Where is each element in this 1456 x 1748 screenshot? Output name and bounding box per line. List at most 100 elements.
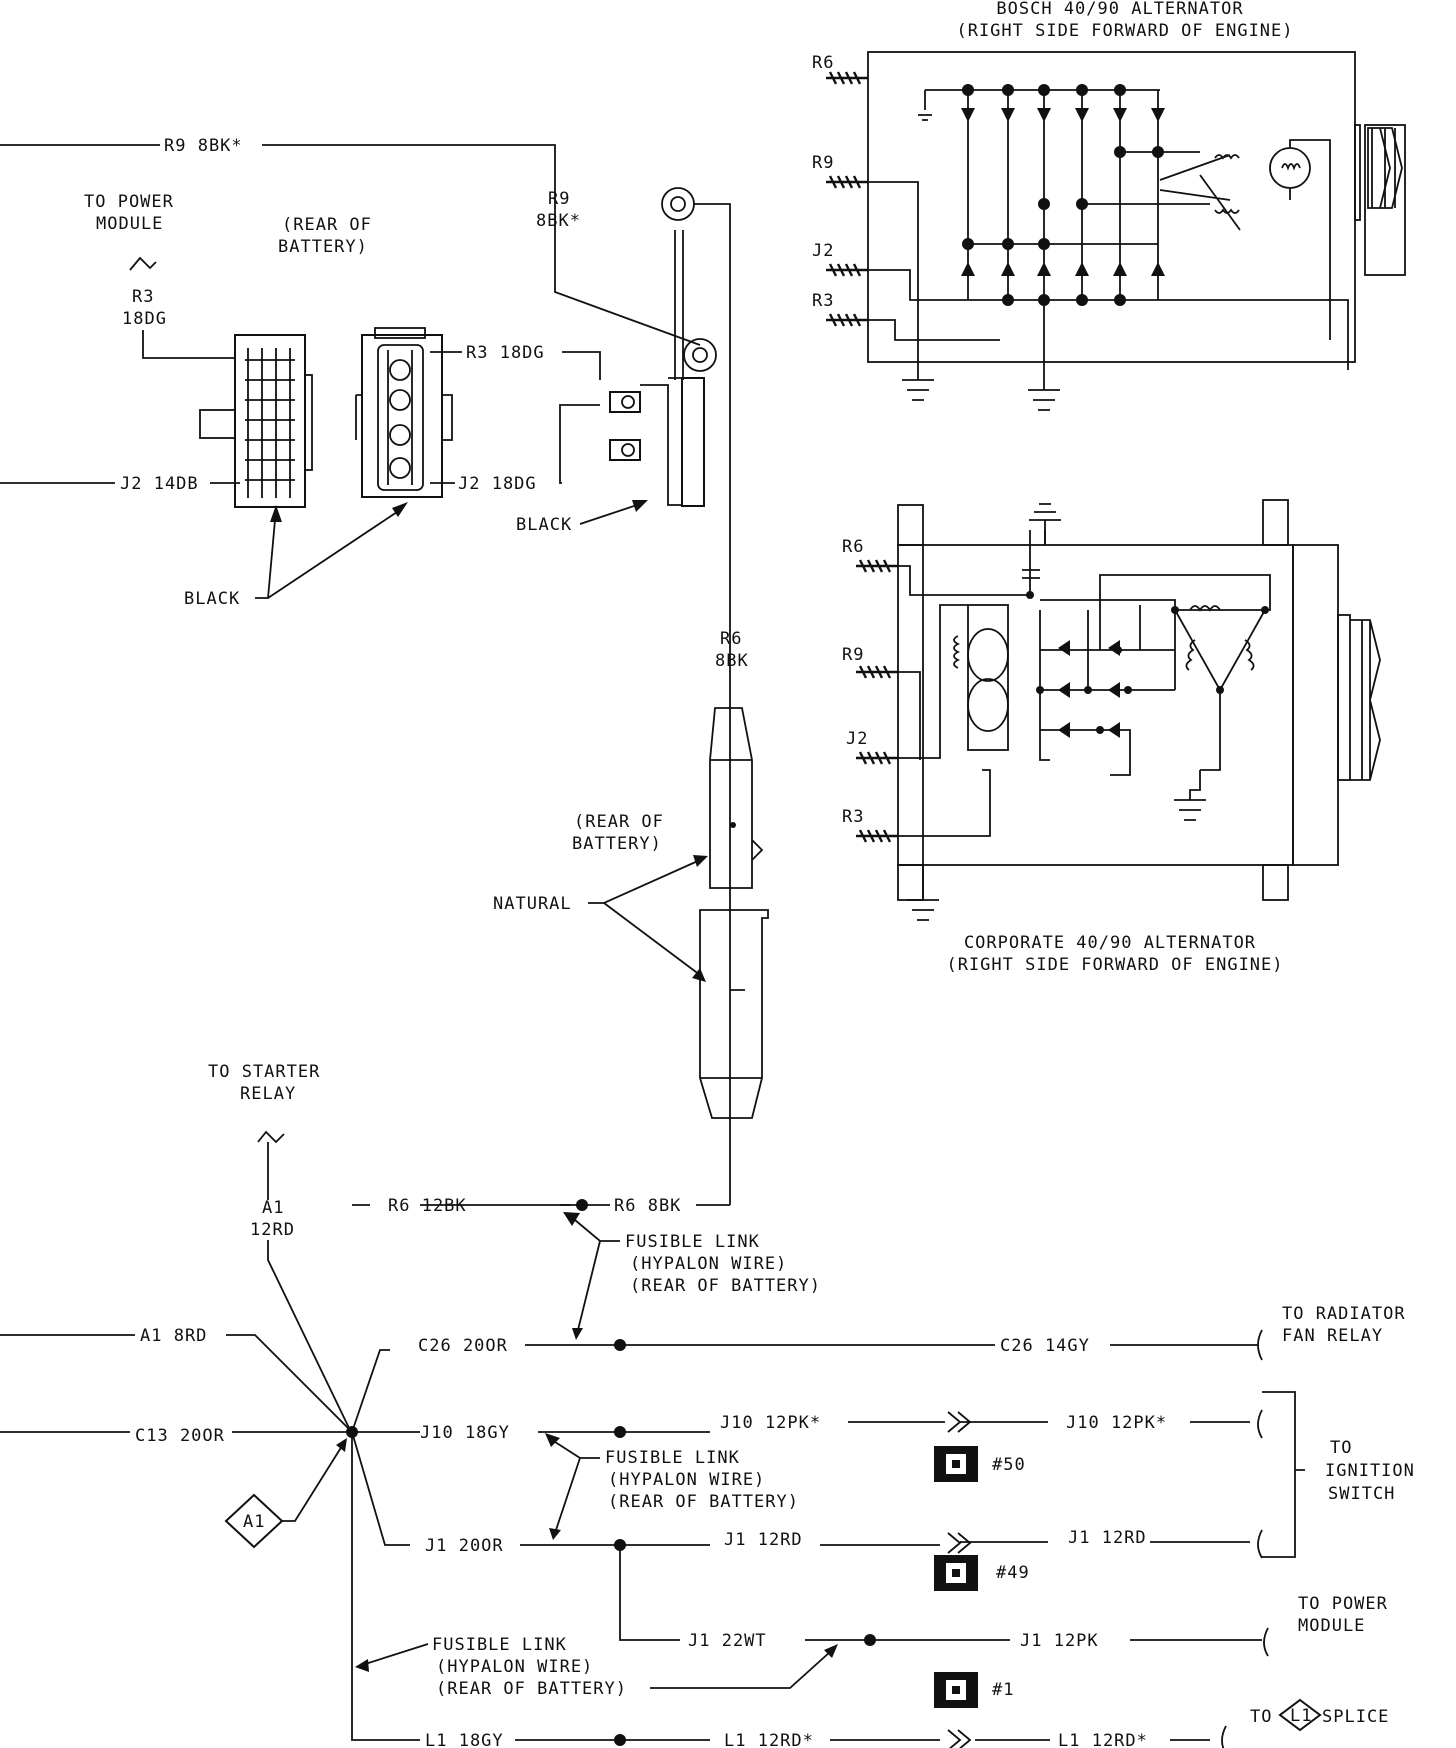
j1-power-module-group: J1 22WT J1 12PK TO POWER MODULE bbox=[688, 1594, 1388, 1657]
svg-text:8BK: 8BK bbox=[715, 651, 749, 671]
natural-connector: (REAR OF BATTERY) NATURAL bbox=[493, 707, 769, 1119]
svg-text:(REAR OF: (REAR OF bbox=[282, 215, 372, 235]
fusible-link-label-c: FUSIBLE LINK (HYPALON WIRE) (REAR OF BAT… bbox=[355, 1635, 838, 1699]
svg-text:BLACK: BLACK bbox=[184, 589, 240, 609]
svg-text:R6: R6 bbox=[812, 53, 834, 73]
to-l1-splice: TO bbox=[1250, 1707, 1272, 1727]
svg-text:J10 12PK*: J10 12PK* bbox=[1066, 1413, 1167, 1433]
corporate-terminal-r6: R6 bbox=[842, 537, 898, 573]
battery-connector-right: R3 18DG J2 18DG bbox=[355, 327, 545, 498]
connector-50-icon: #50 bbox=[934, 1446, 1026, 1482]
svg-text:J2: J2 bbox=[846, 729, 868, 749]
svg-text:J10 12PK*: J10 12PK* bbox=[720, 1413, 821, 1433]
corporate-brush-rotor-icon bbox=[953, 604, 1009, 751]
svg-text:J1 12RD: J1 12RD bbox=[724, 1530, 803, 1550]
svg-text:(HYPALON WIRE): (HYPALON WIRE) bbox=[608, 1470, 765, 1490]
r6-wire-group: R6 12BK R6 8BK bbox=[388, 1196, 730, 1216]
svg-text:L1 12RD*: L1 12RD* bbox=[724, 1731, 814, 1748]
svg-text:A1: A1 bbox=[243, 1512, 265, 1532]
svg-text:IGNITION: IGNITION bbox=[1325, 1461, 1415, 1481]
connector-arrow-icon bbox=[947, 1532, 972, 1554]
svg-text:J1 20OR: J1 20OR bbox=[425, 1536, 504, 1556]
ground-icon bbox=[902, 340, 934, 401]
svg-text:12RD: 12RD bbox=[250, 1220, 295, 1240]
corporate-stator-icon bbox=[1099, 574, 1271, 821]
corporate-alternator: R6 R9 J2 R3 bbox=[842, 499, 1381, 975]
svg-text:18DG: 18DG bbox=[122, 309, 167, 329]
svg-text:R6: R6 bbox=[842, 537, 864, 557]
svg-text:R9: R9 bbox=[548, 189, 570, 209]
svg-text:J1 12RD: J1 12RD bbox=[1068, 1528, 1147, 1548]
to-power-module-label: TO POWER bbox=[84, 192, 174, 212]
svg-text:BATTERY): BATTERY) bbox=[572, 834, 662, 854]
fusible-link-label-b: FUSIBLE LINK (HYPALON WIRE) (REAR OF BAT… bbox=[545, 1433, 799, 1540]
bosch-alternator: BOSCH 40/90 ALTERNATOR (RIGHT SIDE FORWA… bbox=[812, 0, 1406, 411]
svg-text:(REAR OF BATTERY): (REAR OF BATTERY) bbox=[608, 1492, 799, 1512]
svg-text:J2 14DB: J2 14DB bbox=[120, 474, 199, 494]
svg-text:NATURAL: NATURAL bbox=[493, 894, 572, 914]
svg-text:L1 18GY: L1 18GY bbox=[425, 1731, 504, 1748]
svg-text:A1 8RD: A1 8RD bbox=[140, 1326, 207, 1346]
svg-text:L1: L1 bbox=[1290, 1706, 1312, 1726]
svg-text:J10 18GY: J10 18GY bbox=[420, 1423, 510, 1443]
connector-arrow-icon bbox=[947, 1729, 972, 1748]
bosch-title: BOSCH 40/90 ALTERNATOR bbox=[996, 0, 1243, 19]
svg-text:SWITCH: SWITCH bbox=[1328, 1484, 1395, 1504]
connector-1-icon: #1 bbox=[934, 1672, 1014, 1708]
svg-text:R3: R3 bbox=[132, 287, 154, 307]
svg-text:J1 22WT: J1 22WT bbox=[688, 1631, 767, 1651]
r9-top-label: R9 8BK* bbox=[164, 136, 243, 156]
svg-text:R3: R3 bbox=[812, 291, 834, 311]
svg-text:#1: #1 bbox=[992, 1680, 1014, 1700]
svg-text:R6 12BK: R6 12BK bbox=[388, 1196, 467, 1216]
bosch-terminal-r3: R3 bbox=[812, 291, 868, 327]
svg-text:C13 20OR: C13 20OR bbox=[135, 1426, 225, 1446]
svg-text:FUSIBLE LINK: FUSIBLE LINK bbox=[605, 1448, 740, 1468]
svg-text:TO: TO bbox=[1330, 1438, 1352, 1458]
svg-text:R3: R3 bbox=[842, 807, 864, 827]
svg-text:MODULE: MODULE bbox=[1298, 1616, 1365, 1636]
svg-text:C26 20OR: C26 20OR bbox=[418, 1336, 508, 1356]
connector-49-icon: #49 bbox=[934, 1555, 1029, 1591]
svg-text:TO POWER: TO POWER bbox=[1298, 1594, 1388, 1614]
ignition-switch-bracket: TO IGNITION SWITCH bbox=[1262, 1391, 1415, 1558]
svg-text:#50: #50 bbox=[992, 1455, 1026, 1475]
svg-text:R9: R9 bbox=[842, 645, 864, 665]
svg-text:SPLICE: SPLICE bbox=[1322, 1707, 1389, 1727]
to-radiator-fan-relay: TO RADIATOR bbox=[1282, 1304, 1406, 1324]
fusible-link-label-a: FUSIBLE LINK (HYPALON WIRE) (REAR OF BAT… bbox=[563, 1212, 821, 1340]
connector-icon bbox=[1257, 1329, 1263, 1361]
svg-text:BATTERY): BATTERY) bbox=[278, 237, 368, 257]
svg-text:TO STARTER: TO STARTER bbox=[208, 1062, 320, 1082]
svg-text:(REAR OF BATTERY): (REAR OF BATTERY) bbox=[630, 1276, 821, 1296]
corporate-title: CORPORATE 40/90 ALTERNATOR bbox=[964, 933, 1256, 953]
svg-text:(HYPALON WIRE): (HYPALON WIRE) bbox=[630, 1254, 787, 1274]
corporate-subtitle: (RIGHT SIDE FORWARD OF ENGINE) bbox=[946, 955, 1283, 975]
svg-text:(HYPALON WIRE): (HYPALON WIRE) bbox=[436, 1657, 593, 1677]
bosch-terminal-r9: R9 bbox=[812, 153, 868, 189]
svg-text:R3 18DG: R3 18DG bbox=[466, 343, 545, 363]
svg-text:(REAR OF BATTERY): (REAR OF BATTERY) bbox=[436, 1679, 627, 1699]
regulator-connector: BLACK bbox=[516, 187, 731, 1205]
bosch-field-coil-icon bbox=[1269, 139, 1331, 340]
bosch-stator bbox=[1159, 154, 1241, 231]
bosch-diode-bank bbox=[961, 84, 1165, 306]
svg-text:L1 12RD*: L1 12RD* bbox=[1058, 1731, 1148, 1748]
connector-arrow-icon bbox=[947, 1411, 972, 1433]
svg-text:R6: R6 bbox=[720, 629, 742, 649]
a1-diamond-marker: A1 bbox=[224, 1438, 347, 1549]
svg-text:R6 8BK: R6 8BK bbox=[614, 1196, 681, 1216]
corporate-diode-bank bbox=[1026, 591, 1176, 776]
svg-text:J1 12PK: J1 12PK bbox=[1020, 1631, 1099, 1651]
wire-break-icon bbox=[257, 1130, 285, 1144]
svg-text:MODULE: MODULE bbox=[96, 214, 163, 234]
svg-text:BLACK: BLACK bbox=[516, 515, 572, 535]
corporate-terminal-r3: R3 bbox=[842, 807, 898, 843]
ground-icon bbox=[1028, 300, 1060, 411]
svg-text:RELAY: RELAY bbox=[240, 1084, 296, 1104]
svg-text:FAN RELAY: FAN RELAY bbox=[1282, 1326, 1383, 1346]
svg-text:A1: A1 bbox=[262, 1198, 284, 1218]
svg-text:(REAR OF: (REAR OF bbox=[574, 812, 664, 832]
svg-text:8BK*: 8BK* bbox=[536, 211, 581, 231]
